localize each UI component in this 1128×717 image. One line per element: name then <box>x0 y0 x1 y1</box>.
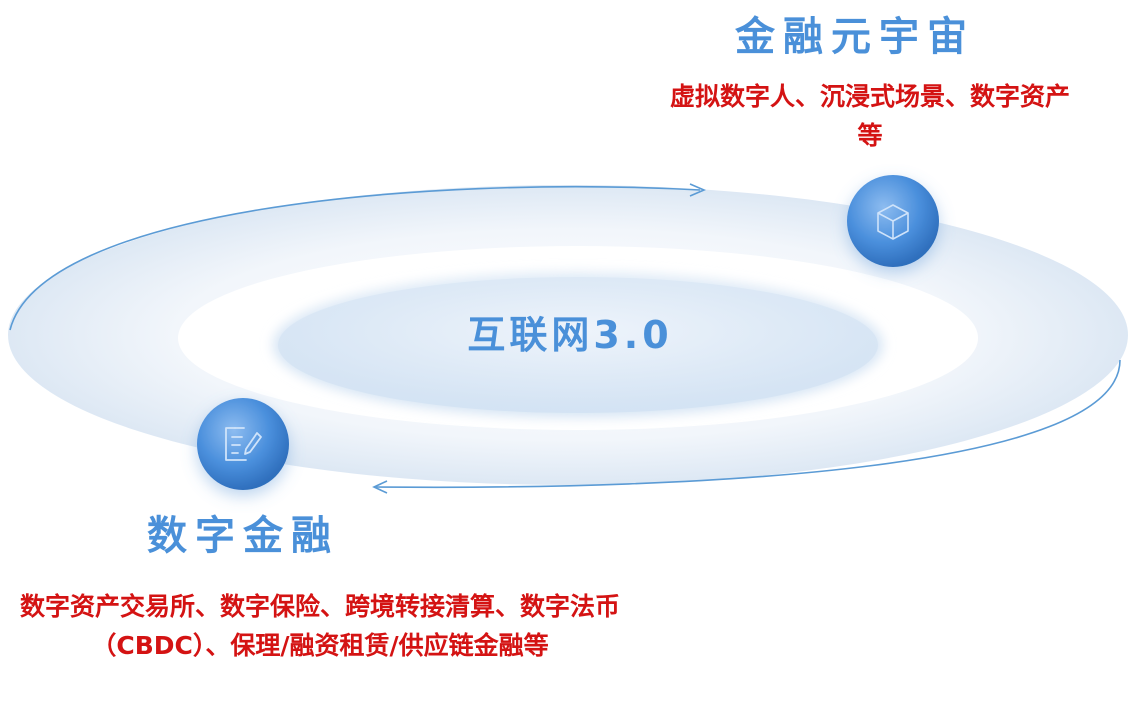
metaverse-title: 金融元宇宙 <box>735 14 975 60</box>
orbit-arc-top <box>9 185 701 331</box>
orbit-arc-bottom <box>375 359 1121 489</box>
document-edit-icon <box>225 427 262 461</box>
orbit-arrow-bottom <box>372 480 388 494</box>
metaverse-description: 虚拟数字人、沉浸式场景、数字资产等 <box>669 82 1070 150</box>
cube-icon <box>877 204 909 240</box>
center-label: 互联网3.0 <box>467 313 673 357</box>
orbit-arrow-top <box>689 183 707 197</box>
node-digital-finance <box>197 398 289 490</box>
digital-finance-description: 数字资产交易所、数字保险、跨境转接清算、数字法币（CBDC）、保理/融资租赁/供… <box>19 592 620 660</box>
digital-finance-title: 数字金融 <box>147 513 339 559</box>
